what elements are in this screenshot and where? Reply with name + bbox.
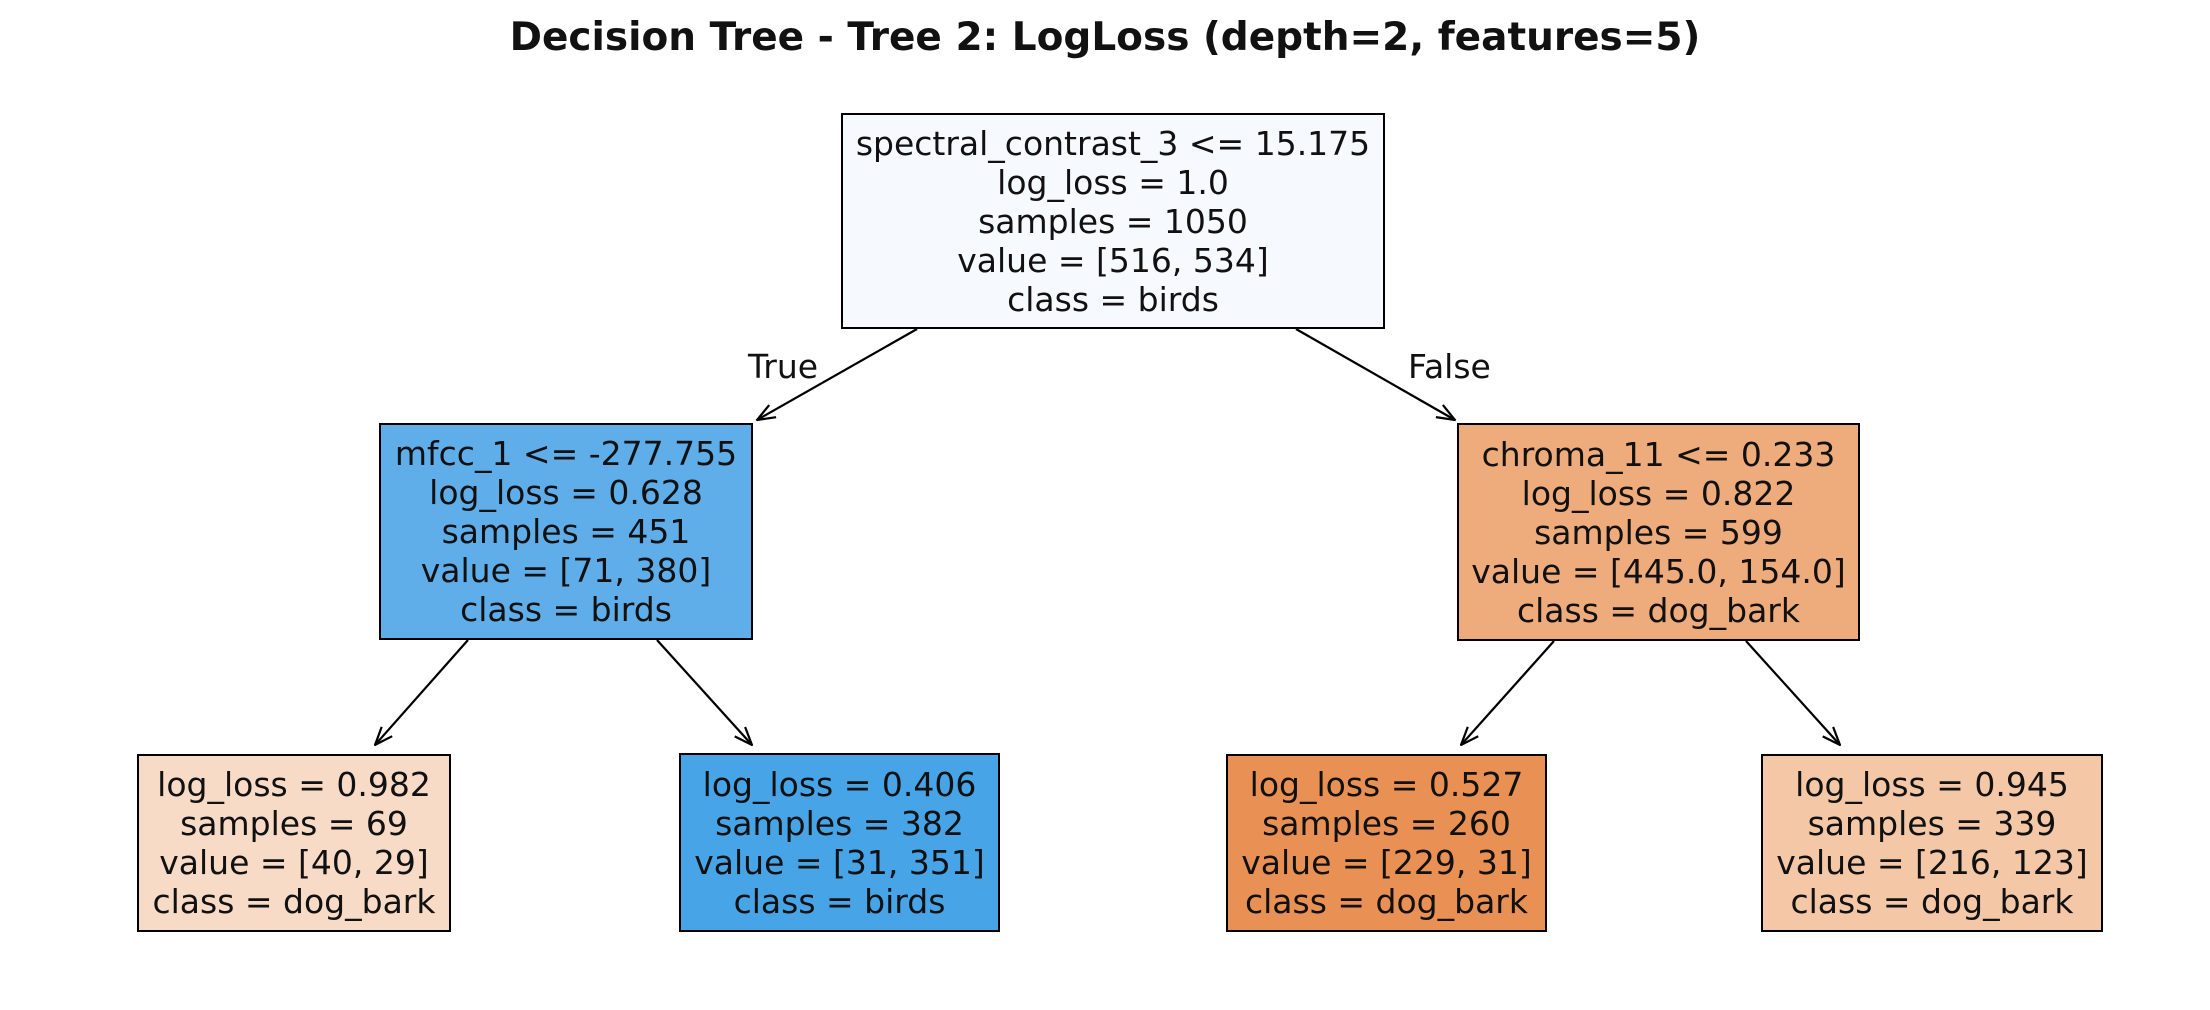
root-node: spectral_contrast_3 <= 15.175 log_loss =… — [841, 113, 1385, 329]
node-log-loss: log_loss = 0.527 — [1249, 765, 1524, 804]
node-value: value = [229, 31] — [1241, 843, 1532, 882]
node-samples: samples = 599 — [1534, 512, 1783, 552]
node-samples: samples = 382 — [715, 803, 964, 843]
node-value: value = [40, 29] — [159, 843, 429, 882]
node-split-rule: chroma_11 <= 0.233 — [1481, 434, 1836, 474]
leaf-node-2: log_loss = 0.406 samples = 382 value = [… — [679, 753, 1000, 932]
node-log-loss: log_loss = 0.982 — [157, 765, 431, 804]
edge-left-leaf2 — [656, 639, 752, 745]
branch-label-false: False — [1408, 347, 1491, 386]
node-value: value = [516, 534] — [957, 240, 1269, 280]
edge-root-right — [1295, 328, 1455, 420]
node-log-loss: log_loss = 1.0 — [997, 162, 1229, 202]
node-value: value = [445.0, 154.0] — [1471, 551, 1846, 591]
leaf-node-3: log_loss = 0.527 samples = 260 value = [… — [1226, 754, 1547, 932]
node-class: class = birds — [1007, 279, 1219, 319]
edge-root-left — [757, 328, 918, 420]
chart-title: Decision Tree - Tree 2: LogLoss (depth=2… — [509, 15, 1701, 60]
node-log-loss: log_loss = 0.406 — [702, 764, 977, 804]
right-split-node: chroma_11 <= 0.233 log_loss = 0.822 samp… — [1457, 423, 1860, 641]
edge-right-leaf3 — [1461, 640, 1555, 745]
node-value: value = [31, 351] — [694, 842, 985, 882]
node-samples: samples = 451 — [441, 512, 691, 551]
node-class: class = birds — [733, 881, 946, 921]
node-samples: samples = 69 — [180, 804, 408, 843]
left-split-node: mfcc_1 <= -277.755 log_loss = 0.628 samp… — [379, 423, 753, 640]
node-class: class = dog_bark — [1517, 590, 1800, 630]
leaf-node-4: log_loss = 0.945 samples = 339 value = [… — [1761, 754, 2103, 932]
node-log-loss: log_loss = 0.945 — [1795, 765, 2069, 804]
node-class: class = dog_bark — [1245, 882, 1528, 921]
node-log-loss: log_loss = 0.628 — [429, 473, 703, 512]
branch-label-true: True — [748, 347, 819, 386]
node-split-rule: mfcc_1 <= -277.755 — [394, 434, 738, 473]
node-samples: samples = 339 — [1807, 804, 2057, 843]
node-class: class = dog_bark — [152, 882, 436, 921]
node-value: value = [216, 123] — [1776, 843, 2088, 882]
node-value: value = [71, 380] — [420, 551, 712, 590]
edge-right-leaf4 — [1745, 640, 1840, 745]
node-samples: samples = 260 — [1262, 804, 1511, 843]
node-split-rule: spectral_contrast_3 <= 15.175 — [855, 123, 1371, 163]
leaf-node-1: log_loss = 0.982 samples = 69 value = [4… — [137, 754, 451, 932]
node-class: class = dog_bark — [1790, 882, 2074, 921]
node-class: class = birds — [460, 590, 672, 629]
edge-left-leaf1 — [375, 639, 469, 745]
node-log-loss: log_loss = 0.822 — [1521, 473, 1796, 513]
node-samples: samples = 1050 — [978, 201, 1248, 241]
